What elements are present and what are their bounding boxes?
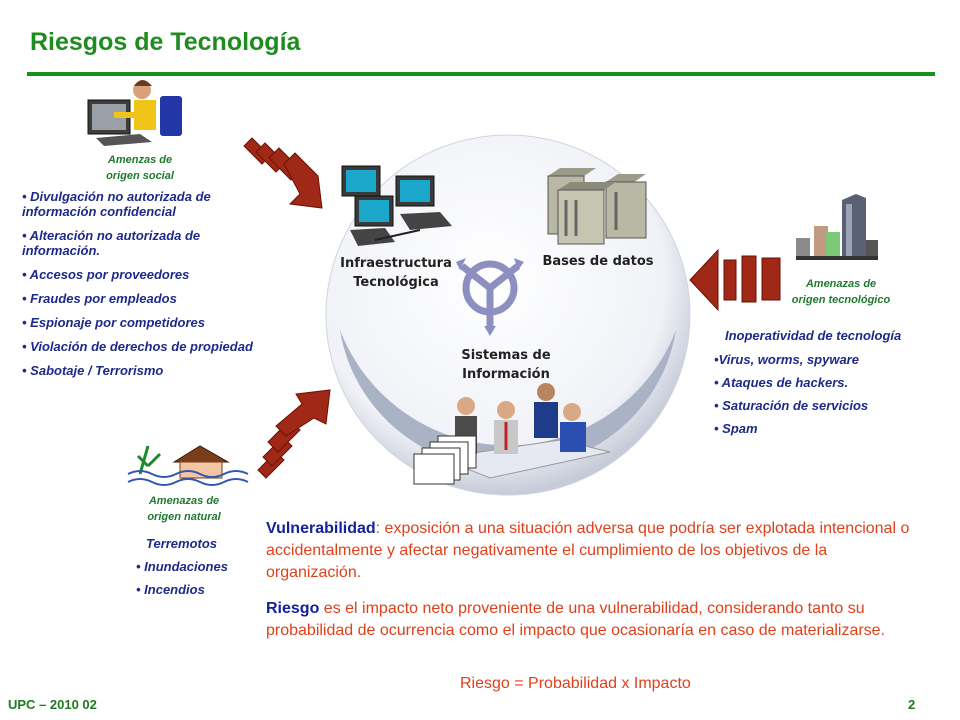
list-item: •Virus, worms, spyware (714, 352, 859, 367)
vulnerability-definition: Vulnerabilidad: exposición a una situaci… (266, 520, 910, 581)
social-threat-caption: Amenzas de origen social (106, 154, 174, 182)
list-item: • Incendios (136, 582, 205, 597)
arrow-tech-icon (689, 248, 781, 312)
natural-threat-caption: Amenazas de origen natural (147, 495, 221, 523)
risk-term: Riesgo (266, 600, 320, 617)
arrow-social-icon (243, 137, 323, 209)
list-item: • Fraudes por empleados (22, 291, 177, 306)
list-item: • Sabotaje / Terrorismo (22, 363, 164, 378)
industrial-buildings-icon (796, 194, 878, 260)
list-item: • Espionaje por competidores (22, 315, 205, 330)
page-title: Riesgos de Tecnología (30, 28, 301, 56)
natural-threat-list: Terremotos • Inundaciones • Incendios (136, 536, 266, 605)
information-systems-label: Sistemas de Información (461, 348, 551, 382)
list-item: • Divulgación no autorizada de informaci… (22, 189, 211, 219)
footer-course: UPC – 2010 02 (8, 697, 97, 712)
list-item: Terremotos (146, 536, 218, 551)
list-item: • Inundaciones (136, 559, 228, 574)
computers-icon (341, 165, 452, 246)
arrow-natural-icon (257, 389, 331, 479)
database-servers-icon (547, 168, 647, 245)
risk-formula: Riesgo = Probabilidad x Impacto (460, 675, 691, 692)
databases-label: Bases de datos (542, 254, 654, 269)
tech-threat-list: •Virus, worms, spyware • Ataques de hack… (714, 352, 914, 444)
flooded-house-icon (127, 445, 249, 486)
list-item: • Saturación de servicios (714, 398, 869, 413)
tech-threat-heading: Inoperatividad de tecnología (725, 328, 902, 343)
vulnerability-term: Vulnerabilidad (266, 520, 376, 537)
tech-threat-caption: Amenazas de origen tecnológico (791, 278, 891, 306)
list-item: • Ataques de hackers. (714, 375, 849, 390)
social-threat-list: • Divulgación no autorizada de informaci… (22, 189, 254, 387)
list-item: • Accesos por proveedores (22, 267, 190, 282)
risk-definition: Riesgo es el impacto neto proveniente de… (266, 600, 886, 639)
page-number: 2 (908, 697, 916, 712)
center-logo-icon (459, 260, 521, 326)
infrastructure-label: Infraestructura Tecnológica (340, 256, 452, 290)
title-divider (27, 72, 935, 76)
list-item: • Violación de derechos de propiedad (22, 339, 253, 354)
papers-icon (413, 435, 477, 485)
list-item: • Spam (714, 421, 758, 436)
list-item: • Alteración no autorizada de informació… (22, 228, 201, 258)
office-worker-icon (87, 80, 182, 146)
